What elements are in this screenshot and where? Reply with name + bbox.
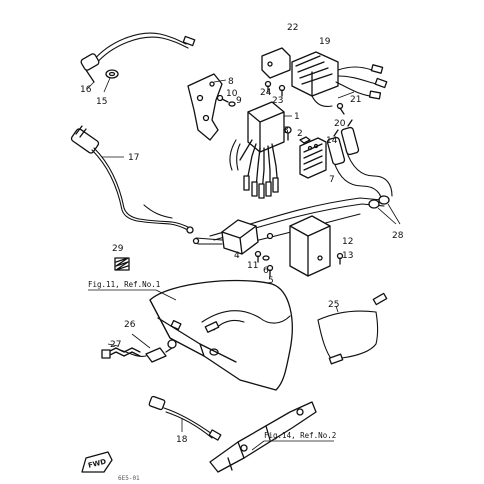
bracket-8 — [187, 73, 223, 141]
coil-leads-7 — [326, 119, 393, 205]
callout-24: 24 — [260, 88, 272, 98]
washer-6 — [262, 255, 270, 261]
screw-20 — [336, 102, 345, 115]
callout-6: 6 — [263, 266, 269, 276]
screw-24 — [264, 80, 272, 93]
leader-25 — [335, 305, 339, 313]
cap-2 — [299, 136, 311, 144]
screw-3b — [266, 232, 274, 240]
forward-direction-badge: FWD — [81, 451, 113, 473]
leader-28b — [387, 203, 401, 225]
rectifier-19 — [291, 51, 339, 97]
callout-16: 16 — [80, 85, 92, 95]
lead-18 — [148, 395, 222, 441]
callout-2: 2 — [297, 129, 303, 139]
callout-21: 21 — [350, 95, 361, 105]
callout-20: 20 — [334, 119, 346, 129]
screw-23 — [278, 84, 286, 97]
callout-12: 12 — [342, 237, 353, 247]
callout-25: 25 — [328, 300, 339, 310]
wire-lead-16 — [80, 32, 196, 83]
callout-19: 19 — [319, 37, 331, 47]
callout-11: 11 — [247, 261, 258, 271]
lead-wire-25 — [317, 292, 388, 365]
lanyard-27 — [101, 347, 141, 359]
callout-18: 18 — [176, 435, 188, 445]
leader-21 — [337, 91, 355, 99]
callout-23: 23 — [272, 96, 283, 106]
callouts: 1 2 3 4 5 6 7 8 9 10 11 12 13 14 15 16 1… — [80, 23, 404, 445]
callout-17: 17 — [128, 153, 139, 163]
leader-16 — [87, 81, 95, 89]
callout-8: 8 — [228, 77, 234, 87]
callout-5: 5 — [268, 276, 274, 286]
callout-15: 15 — [96, 97, 107, 107]
screw-3 — [284, 126, 292, 141]
cdi-unit-1 — [229, 101, 285, 199]
screw-10 — [216, 94, 229, 103]
callout-1: 1 — [294, 112, 300, 122]
spring-29 — [114, 257, 130, 271]
rectifier-leads — [311, 64, 388, 108]
screw-5 — [266, 264, 274, 277]
callout-27: 27 — [110, 340, 121, 350]
leader-15 — [103, 77, 111, 93]
callout-26: 26 — [124, 320, 136, 330]
terminal-block-14 — [299, 137, 327, 179]
callout-14: 14 — [326, 136, 338, 146]
ref-leader-fig11 — [155, 289, 177, 301]
leader-8 — [213, 79, 227, 83]
leader-28a — [377, 207, 397, 225]
grommet-15 — [105, 69, 119, 79]
callout-9: 9 — [236, 96, 242, 106]
reference-fig14: Fig.14, Ref.No.2 — [264, 431, 336, 440]
leader-27 — [107, 343, 119, 347]
cover-12 — [289, 215, 331, 277]
callout-7: 7 — [329, 175, 335, 185]
washer-9 — [228, 101, 236, 107]
screw-13 — [336, 252, 344, 265]
reference-fig11: Fig.11, Ref.No.1 — [88, 280, 160, 289]
callout-10: 10 — [226, 89, 238, 99]
bottom-cowling — [149, 279, 293, 391]
callout-29: 29 — [112, 244, 124, 254]
callout-4: 4 — [234, 251, 240, 261]
leader-26 — [131, 333, 151, 349]
callout-22: 22 — [287, 23, 298, 33]
bracket-22 — [261, 47, 291, 79]
screw-11 — [254, 250, 262, 263]
callout-13: 13 — [342, 251, 353, 261]
cowling-wire — [201, 310, 291, 333]
stop-switch-26 — [119, 339, 177, 363]
ignition-coil-4 — [192, 219, 259, 255]
ref-leader-fig14 — [251, 440, 265, 451]
wire-harness-17 — [70, 125, 194, 234]
callout-28: 28 — [392, 231, 404, 241]
callout-3: 3 — [283, 126, 289, 136]
footer-code: 6E5-01 — [118, 475, 140, 482]
steering-bracket — [209, 401, 317, 473]
